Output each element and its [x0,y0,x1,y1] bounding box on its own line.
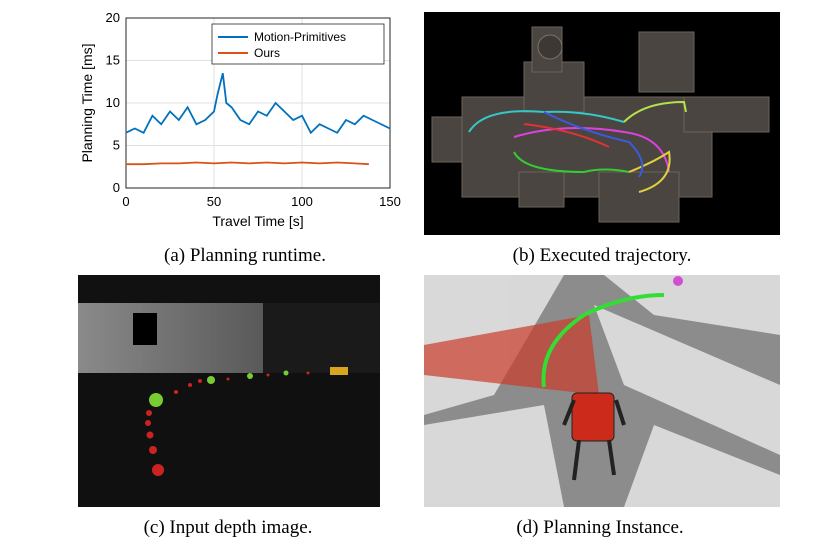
y-tick-label: 0 [113,180,120,195]
caption-c: (c) Input depth image. [143,517,313,538]
y-axis-label: Planning Time [ms] [79,43,95,162]
caption-b: (b) Executed trajectory. [512,245,692,266]
caption-a: (a) Planning runtime. [164,245,326,266]
trajectory-map-image [424,12,780,235]
y-tick-label: 10 [106,95,120,110]
x-tick-label: 100 [291,194,313,209]
y-tick-label: 5 [113,138,120,153]
depth-image [78,275,380,507]
legend-label: Motion-Primitives [254,30,346,44]
planning-instance-image [424,275,780,507]
x-tick-label: 150 [379,194,401,209]
legend-box [211,23,385,65]
series-line-motion-primitives [125,73,391,135]
series-line-ours [126,161,369,166]
caption-d: (d) Planning Instance. [516,517,684,538]
legend-label: Ours [254,46,280,60]
plot-frame [125,17,391,189]
x-axis-label: Travel Time [s] [212,213,303,229]
x-tick-label: 50 [207,194,221,209]
x-tick-label: 0 [122,194,129,209]
y-tick-label: 20 [106,10,120,25]
y-tick-label: 15 [106,53,120,68]
